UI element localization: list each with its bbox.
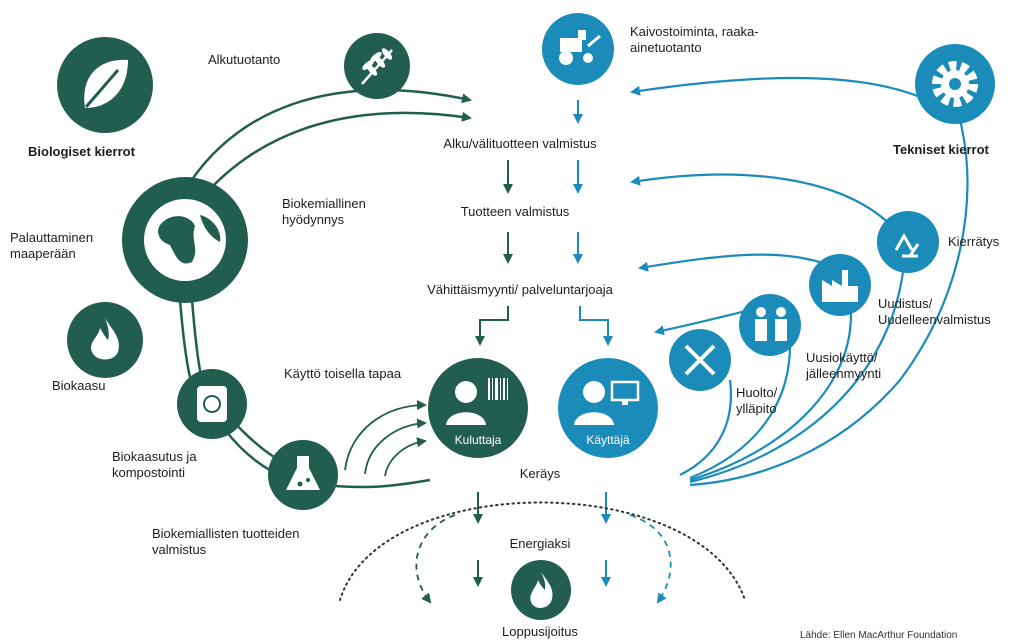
biokemiallisten-label: Biokemiallisten tuotteiden valmistus <box>152 526 300 557</box>
leaf-icon <box>57 37 153 133</box>
tech-loops <box>630 76 969 487</box>
energiaksi-label: Energiaksi <box>509 536 571 551</box>
kuluttaja-label: Kuluttaja <box>454 433 502 447</box>
tuotteen-label: Tuotteen valmistus <box>460 204 570 219</box>
factory-icon <box>809 254 871 316</box>
tools-icon <box>669 329 731 391</box>
consumer-icon <box>428 358 528 458</box>
uudistus-label: Uudistus/ Uudelleenvalmistus <box>878 296 991 327</box>
alkutuotanto-label: Alkutuotanto <box>208 52 281 67</box>
globe-icon <box>122 177 248 303</box>
uusiokaytto-label: Uusiokäyttö/ jälleenmyynti <box>806 350 882 381</box>
vahittais-label: Vähittäismyynti/ palveluntarjoaja <box>427 282 613 297</box>
palauttaminen-label: Palauttaminen maaperään <box>10 230 94 261</box>
energy-arcs <box>415 514 672 604</box>
kaytto-toisella-label: Käyttö toisella tapaa <box>284 366 402 381</box>
flame-icon <box>67 302 143 378</box>
recycle-icon <box>877 211 939 273</box>
wheat-icon <box>344 33 410 99</box>
loppusijoitus-label: Loppusijoitus <box>502 624 578 639</box>
compost-bag-icon <box>177 369 247 439</box>
reuse-arcs <box>344 400 427 477</box>
fire-energy-icon <box>511 560 571 620</box>
biokaasu-label: Biokaasu <box>52 378 106 393</box>
bio-cycles-title: Biologiset kierrot <box>28 144 135 159</box>
landfill-arc <box>339 501 746 601</box>
center-arrows <box>473 100 613 587</box>
tractor-icon <box>542 13 614 85</box>
keraus-label: Keräys <box>519 466 561 481</box>
biokaasutus-label: Biokaasutus ja kompostointi <box>112 449 197 480</box>
kaivostoiminta-label: Kaivostoiminta, raaka-ainetuotanto <box>630 24 759 55</box>
kierratys-label: Kierrätys <box>948 234 1000 249</box>
user-computer-icon <box>558 358 658 458</box>
kayttaja-label: Käyttäjä <box>586 433 630 447</box>
tech-cycles-title: Tekniset kierrot <box>893 142 989 157</box>
flask-icon <box>268 440 338 510</box>
gear-icon <box>915 44 995 124</box>
source-label: Lähde: Ellen MacArthur Foundation <box>800 630 958 641</box>
people-icon <box>739 294 801 356</box>
biokemiallinen-label: Biokemiallinen hyödynnys <box>282 196 366 227</box>
huolto-label: Huolto/ ylläpito <box>736 385 778 416</box>
bio-loops <box>178 88 472 489</box>
alku-label: Alku/välituotteen valmistus <box>443 136 597 151</box>
